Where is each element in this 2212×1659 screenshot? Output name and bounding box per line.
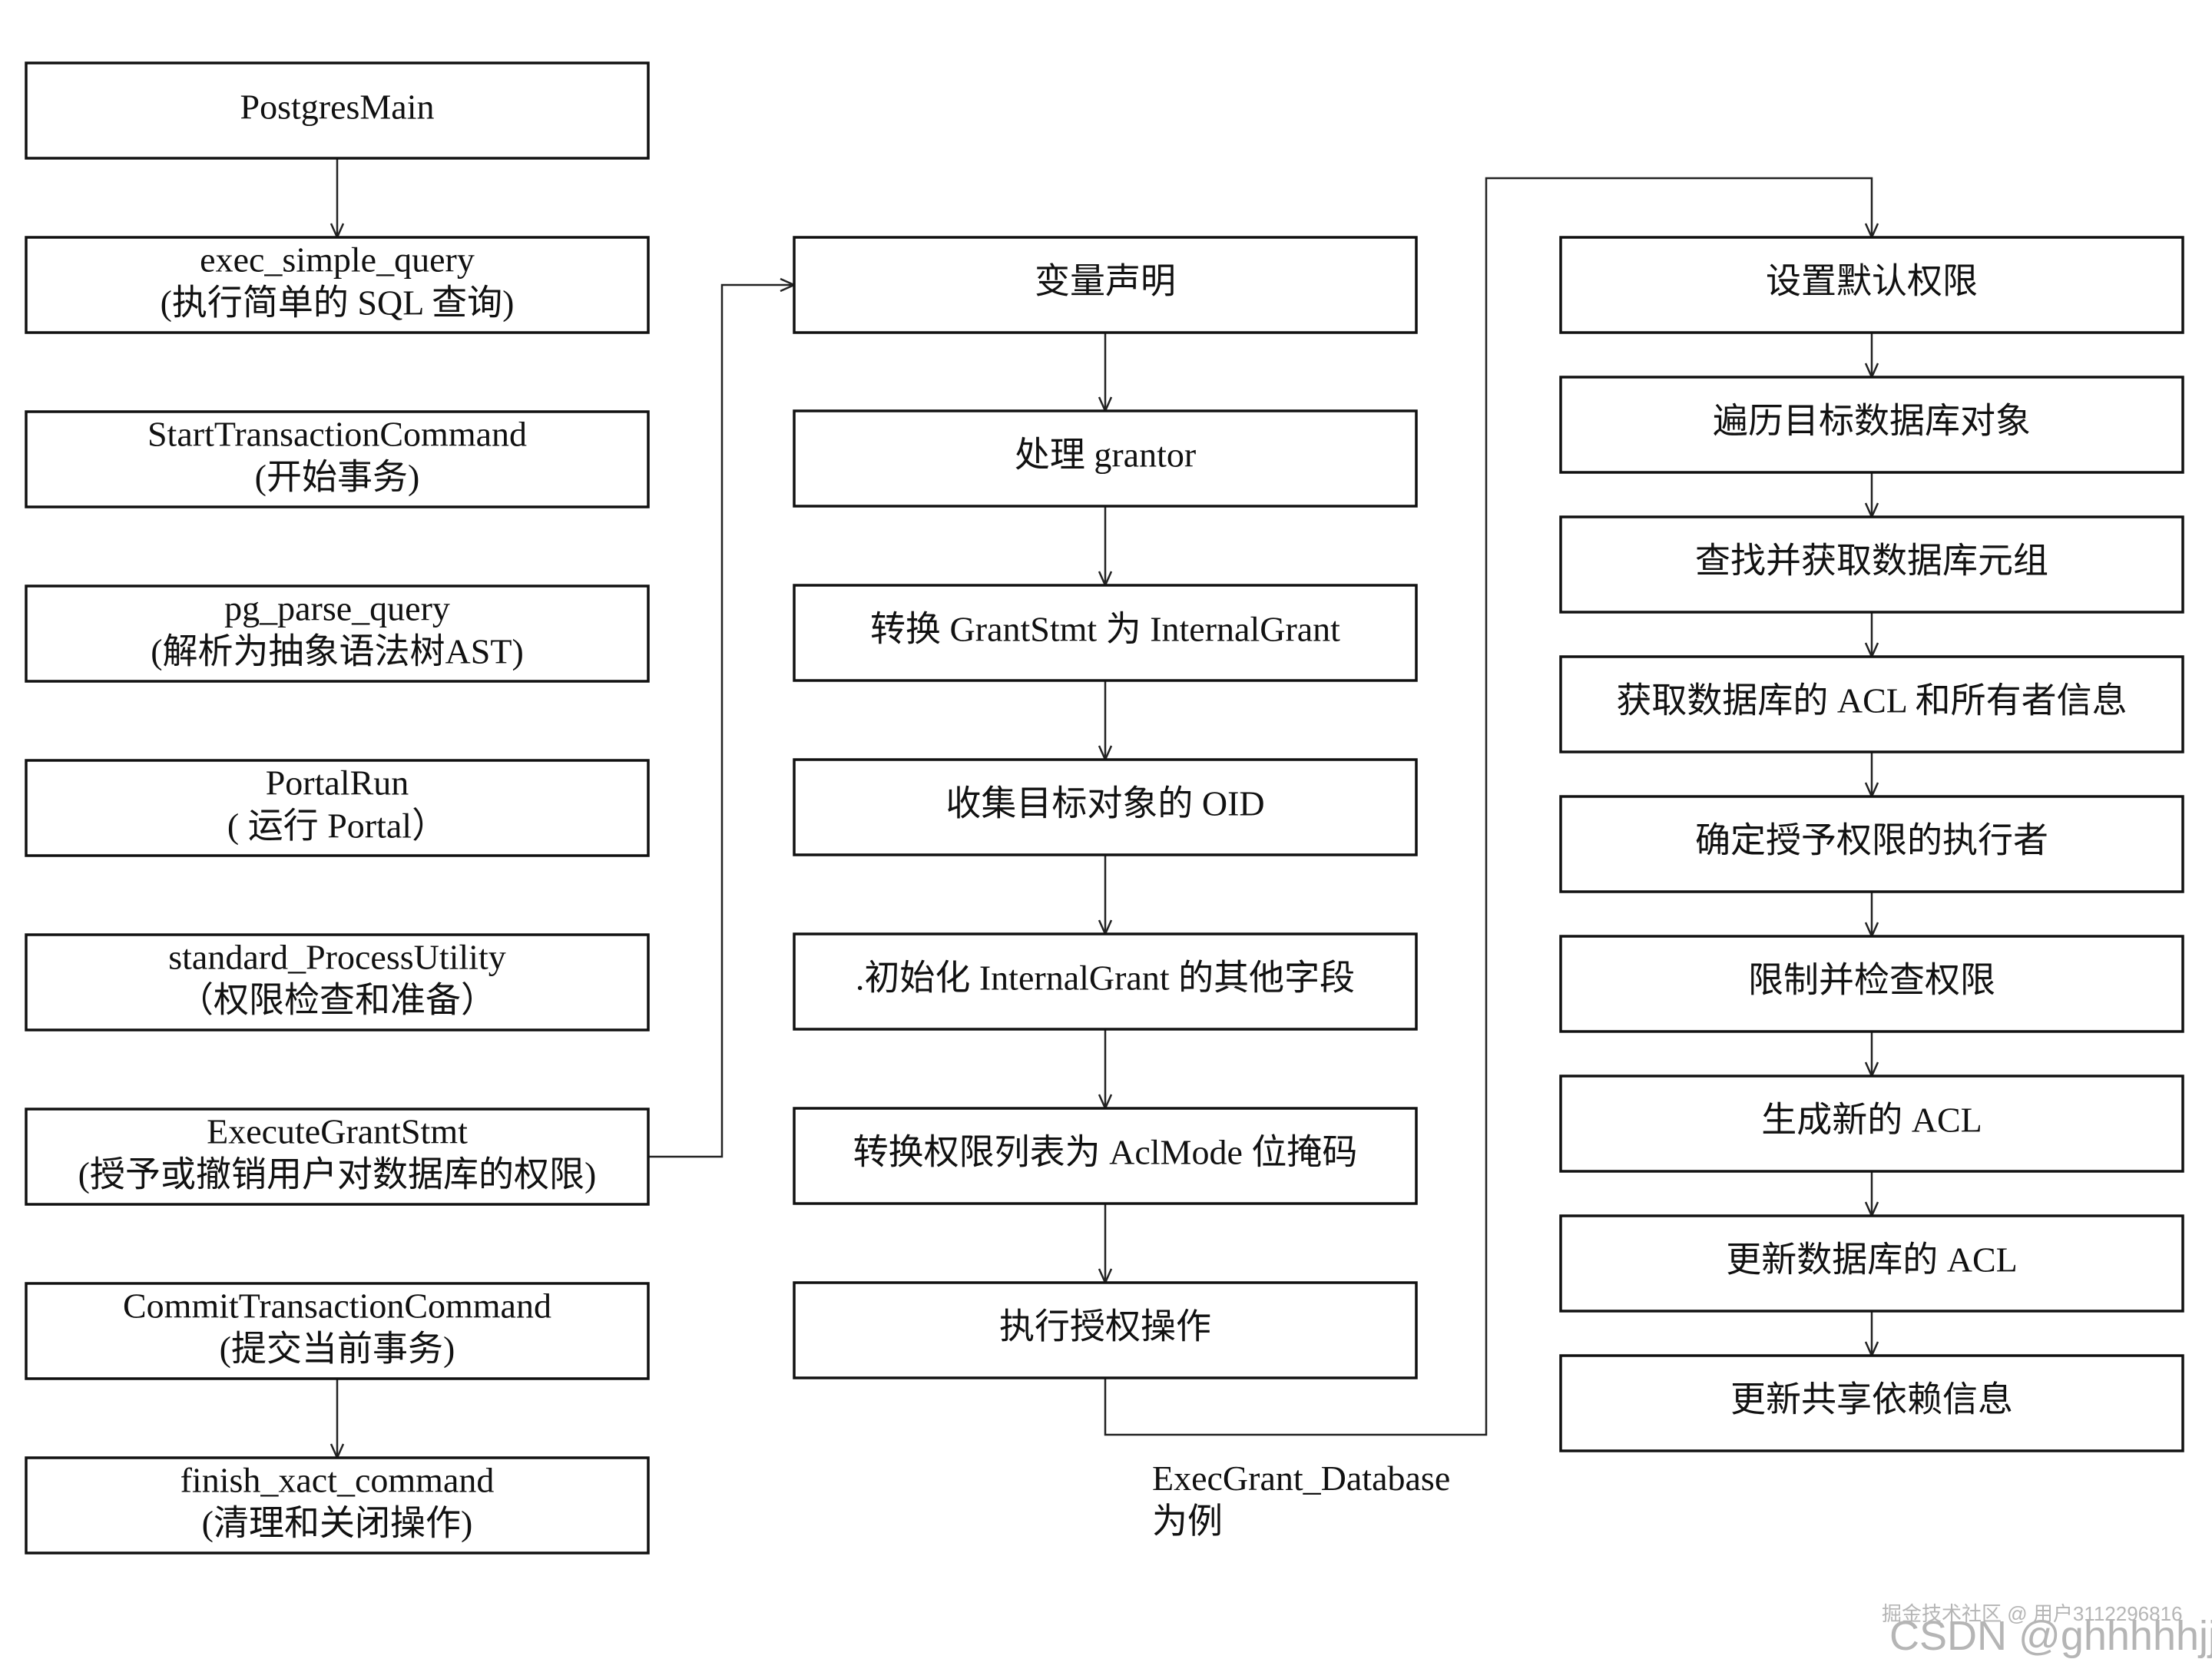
- node-box: [793, 758, 1418, 856]
- node-label: (清理和关闭操作): [202, 1504, 473, 1543]
- flow-node: 处理 grantor: [793, 409, 1418, 508]
- flow-node: 遍历目标数据库对象: [1559, 376, 2184, 474]
- caption-line-1: ExecGrant_Database: [1152, 1459, 1450, 1498]
- node-box: [25, 933, 650, 1031]
- node-box: [1559, 1354, 2184, 1452]
- node-label: exec_simple_query: [200, 240, 475, 280]
- flow-node: StartTransactionCommand (开始事务): [25, 410, 650, 508]
- node-box: [25, 1456, 650, 1555]
- node-label: 更新共享依赖信息: [1730, 1380, 2013, 1419]
- flow-node: 限制并检查权限: [1559, 935, 2184, 1033]
- flow-node: 转换权限列表为 AclMode 位掩码: [793, 1107, 1418, 1205]
- caption-line-2: 为例: [1152, 1502, 1223, 1541]
- node-label: (提交当前事务): [220, 1330, 455, 1369]
- node-box: [25, 61, 650, 160]
- node-label: 执行授权操作: [999, 1307, 1211, 1346]
- node-box: [25, 759, 650, 857]
- node-label: finish_xact_command: [180, 1461, 495, 1500]
- flow-node: 转换 GrantStmt 为 InternalGrant: [793, 584, 1418, 682]
- flow-node: standard_ProcessUtility （权限检查和准备）: [25, 933, 650, 1031]
- node-label: 处理 grantor: [1015, 435, 1196, 475]
- flow-node: pg_parse_query (解析为抽象语法树AST): [25, 584, 650, 683]
- flow-node: PortalRun( 运行 Portal）: [25, 759, 650, 857]
- watermark-juejin: 掘金技术社区 @ 用户3112296816: [1882, 1602, 2183, 1625]
- node-box: [1559, 376, 2184, 474]
- node-label: .初始化 InternalGrant 的其他字段: [856, 959, 1355, 998]
- node-box: [25, 236, 650, 334]
- node-box: [793, 409, 1418, 508]
- node-label: 遍历目标数据库对象: [1713, 402, 2031, 441]
- node-box: [1559, 655, 2184, 753]
- flow-arrow: [648, 285, 794, 1158]
- node-label: (解析为抽象语法树AST): [151, 632, 524, 671]
- node-label: ExecuteGrantStmt: [207, 1112, 468, 1151]
- node-label: （权限检查和准备）: [178, 981, 496, 1020]
- node-label: CommitTransactionCommand: [123, 1286, 551, 1326]
- flow-node: 设置默认权限: [1559, 236, 2184, 334]
- node-label: pg_parse_query: [224, 589, 450, 628]
- node-box: [1559, 935, 2184, 1033]
- node-box: [25, 584, 650, 683]
- node-label: (执行简单的 SQL 查询): [161, 283, 515, 323]
- node-box: [793, 584, 1418, 682]
- node-box: [1559, 1214, 2184, 1313]
- node-label: 转换 GrantStmt 为 InternalGrant: [870, 610, 1340, 649]
- flow-node: CommitTransactionCommand (提交当前事务): [25, 1282, 650, 1380]
- flow-node: 查找并获取数据库元组: [1559, 515, 2184, 614]
- flow-node: 生成新的 ACL: [1559, 1075, 2184, 1173]
- node-label: 更新数据库的 ACL: [1726, 1240, 2018, 1280]
- flow-node: 变量声明: [793, 236, 1418, 334]
- node-box: [1559, 1075, 2184, 1173]
- node-box: [793, 236, 1418, 334]
- node-layer: PostgresMain exec_simple_query(执行简单的 SQL …: [25, 61, 2184, 1555]
- node-label: (开始事务): [255, 458, 420, 497]
- node-label: ( 运行 Portal）: [227, 806, 447, 846]
- flow-node: 更新共享依赖信息: [1559, 1354, 2184, 1452]
- flow-node: 获取数据库的 ACL 和所有者信息: [1559, 655, 2184, 753]
- node-label: 查找并获取数据库元组: [1695, 541, 2048, 581]
- flow-arrow: [1104, 177, 1872, 1436]
- flow-node: 确定授予权限的执行者: [1559, 795, 2184, 893]
- node-box: [1559, 236, 2184, 334]
- node-label: 确定授予权限的执行者: [1695, 821, 2048, 860]
- node-label: 生成新的 ACL: [1761, 1101, 1982, 1140]
- node-box: [1559, 515, 2184, 614]
- flow-node: 执行授权操作: [793, 1281, 1418, 1379]
- node-label: 设置默认权限: [1766, 262, 1978, 301]
- node-label: PortalRun: [266, 763, 409, 803]
- flow-node: ExecuteGrantStmt (授予或撤销用户对数据库的权限): [25, 1108, 650, 1206]
- node-label: standard_ProcessUtility: [168, 938, 506, 977]
- node-label: 变量声明: [1035, 262, 1176, 301]
- node-label: 限制并检查权限: [1748, 961, 1995, 1000]
- node-label: StartTransactionCommand: [147, 415, 527, 454]
- node-label: 转换权限列表为 AclMode 位掩码: [853, 1133, 1358, 1172]
- node-box: [25, 1108, 650, 1206]
- node-box: [25, 410, 650, 508]
- flow-node: PostgresMain: [25, 61, 650, 160]
- node-box: [793, 932, 1418, 1031]
- flow-node: 收集目标对象的 OID: [793, 758, 1418, 856]
- flow-node: exec_simple_query(执行简单的 SQL 查询): [25, 236, 650, 334]
- flow-node: 更新数据库的 ACL: [1559, 1214, 2184, 1313]
- connector-layer: [337, 158, 1872, 1458]
- node-box: [793, 1281, 1418, 1379]
- watermark-csdn: CSDN @ghhhhhjj: [1889, 1613, 2212, 1659]
- node-box: [793, 1107, 1418, 1205]
- node-label: PostgresMain: [240, 88, 435, 127]
- node-label: 获取数据库的 ACL 和所有者信息: [1616, 681, 2127, 720]
- node-label: 收集目标对象的 OID: [945, 784, 1264, 823]
- flow-node: finish_xact_command (清理和关闭操作): [25, 1456, 650, 1555]
- flow-node: .初始化 InternalGrant 的其他字段: [793, 932, 1418, 1031]
- node-label: (授予或撤销用户对数据库的权限): [78, 1155, 597, 1194]
- node-box: [25, 1282, 650, 1380]
- node-box: [1559, 795, 2184, 893]
